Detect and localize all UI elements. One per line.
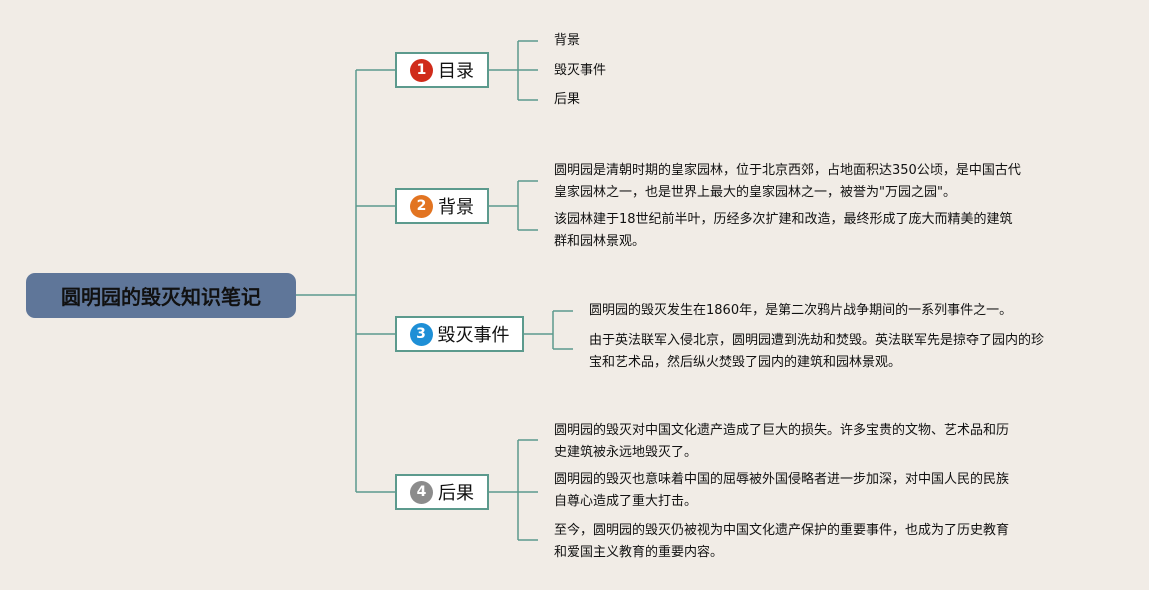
branch-node-background[interactable]: 2 背景 bbox=[395, 188, 489, 224]
leaf-text: 该园林建于18世纪前半叶，历经多次扩建和改造，最终形成了庞大而精美的建筑 群和园… bbox=[554, 209, 1013, 253]
branch-node-consequences[interactable]: 4 后果 bbox=[395, 474, 489, 510]
root-title: 圆明园的毁灭知识笔记 bbox=[61, 285, 261, 309]
leaf-line: 该园林建于18世纪前半叶，历经多次扩建和改造，最终形成了庞大而精美的建筑 bbox=[554, 212, 1013, 227]
leaf-text: 圆明园的毁灭也意味着中国的屈辱被外国侵略者进一步加深，对中国人民的民族 自尊心造… bbox=[554, 469, 1009, 513]
number-1-icon: 1 bbox=[410, 58, 433, 82]
leaf-line: 圆明园的毁灭发生在1860年，是第二次鸦片战争期间的一系列事件之一。 bbox=[589, 303, 1013, 318]
leaf-line: 圆明园的毁灭对中国文化遗产造成了巨大的损失。许多宝贵的文物、艺术品和历 bbox=[554, 423, 1010, 438]
leaf-text: 由于英法联军入侵北京，圆明园遭到洗劫和焚毁。英法联军先是掠夺了园内的珍 宝和艺术… bbox=[589, 330, 1044, 374]
branch-node-destruction[interactable]: 3 毁灭事件 bbox=[395, 316, 524, 352]
leaf-consequences: 后果 bbox=[554, 92, 581, 107]
leaf-line: 至今，圆明园的毁灭仍被视为中国文化遗产保护的重要事件，也成为了历史教育 bbox=[554, 523, 1010, 538]
leaf-line: 和爱国主义教育的重要内容。 bbox=[554, 545, 724, 560]
leaf-text: 圆明园的毁灭发生在1860年，是第二次鸦片战争期间的一系列事件之一。 bbox=[589, 300, 1012, 322]
leaf-line: 自尊心造成了重大打击。 bbox=[554, 494, 698, 509]
branch-label: 毁灭事件 bbox=[437, 325, 510, 346]
leaf-line: 由于英法联军入侵北京，圆明园遭到洗劫和焚毁。英法联军先是掠夺了园内的珍 bbox=[589, 333, 1045, 348]
branch-label: 背景 bbox=[438, 197, 474, 218]
leaf-text: 圆明园是清朝时期的皇家园林，位于北京西郊，占地面积达350公顷，是中国古代 皇家… bbox=[554, 160, 1021, 204]
branch-label: 目录 bbox=[438, 61, 474, 82]
leaf-line: 皇家园林之一，也是世界上最大的皇家园林之一，被誉为"万园之园"。 bbox=[554, 185, 956, 200]
leaf-text: 至今，圆明园的毁灭仍被视为中国文化遗产保护的重要事件，也成为了历史教育 和爱国主… bbox=[554, 520, 1009, 564]
leaf-line: 史建筑被永远地毁灭了。 bbox=[554, 445, 698, 460]
number-2-icon: 2 bbox=[410, 194, 433, 218]
leaf-line: 圆明园的毁灭也意味着中国的屈辱被外国侵略者进一步加深，对中国人民的民族 bbox=[554, 472, 1010, 487]
number-3-icon: 3 bbox=[409, 322, 433, 346]
root-node[interactable]: 圆明园的毁灭知识笔记 bbox=[26, 273, 296, 318]
leaf-text: 圆明园的毁灭对中国文化遗产造成了巨大的损失。许多宝贵的文物、艺术品和历 史建筑被… bbox=[554, 420, 1009, 464]
branch-label: 后果 bbox=[438, 483, 474, 504]
leaf-line: 群和园林景观。 bbox=[554, 234, 646, 249]
leaf-destruction: 毁灭事件 bbox=[554, 63, 607, 78]
leaf-background: 背景 bbox=[554, 33, 581, 48]
leaf-line: 圆明园是清朝时期的皇家园林，位于北京西郊，占地面积达350公顷，是中国古代 bbox=[554, 163, 1021, 178]
branch-node-toc[interactable]: 1 目录 bbox=[395, 52, 489, 88]
leaf-line: 宝和艺术品，然后纵火焚毁了园内的建筑和园林景观。 bbox=[589, 355, 902, 370]
number-4-icon: 4 bbox=[410, 480, 433, 504]
